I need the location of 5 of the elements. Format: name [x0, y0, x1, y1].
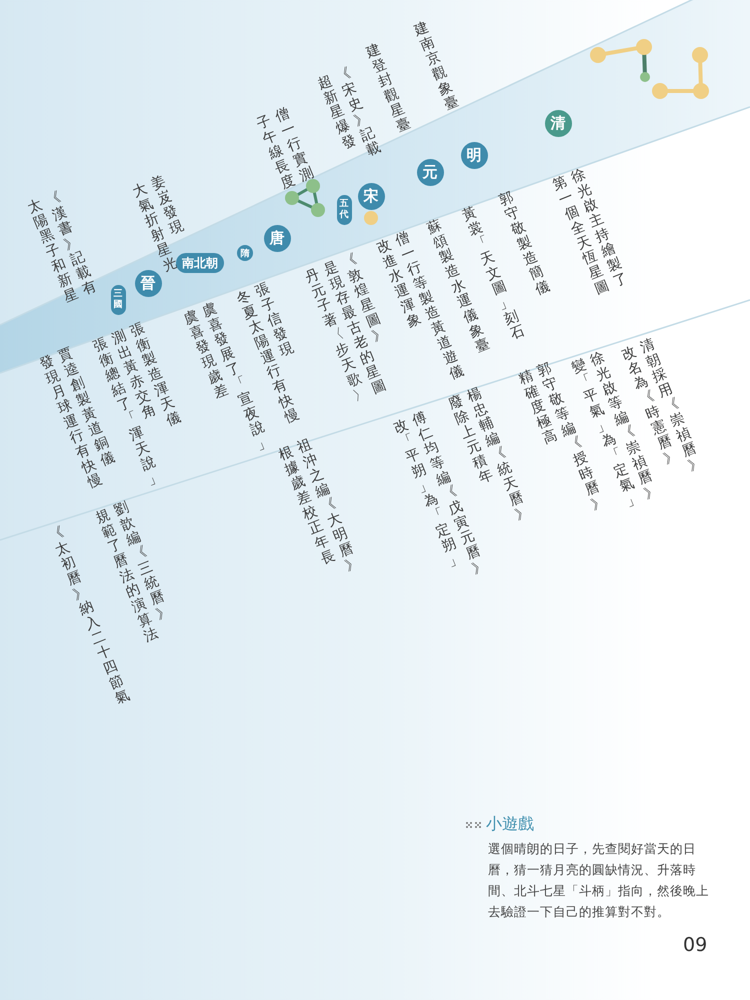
dynasty-marker: 南北朝	[176, 253, 224, 273]
heading: 小遊戲	[486, 814, 534, 835]
timeline-note: 建南京觀象臺	[411, 18, 462, 114]
page-number: 09	[683, 934, 708, 956]
body-text: 選個晴朗的日子，先查閱好當天的日曆，猜一猜月亮的圓缺情況、升落時間、北斗七星「斗柄」指向，然後晚上去驗證一下自己的推算對不對。	[488, 840, 710, 921]
